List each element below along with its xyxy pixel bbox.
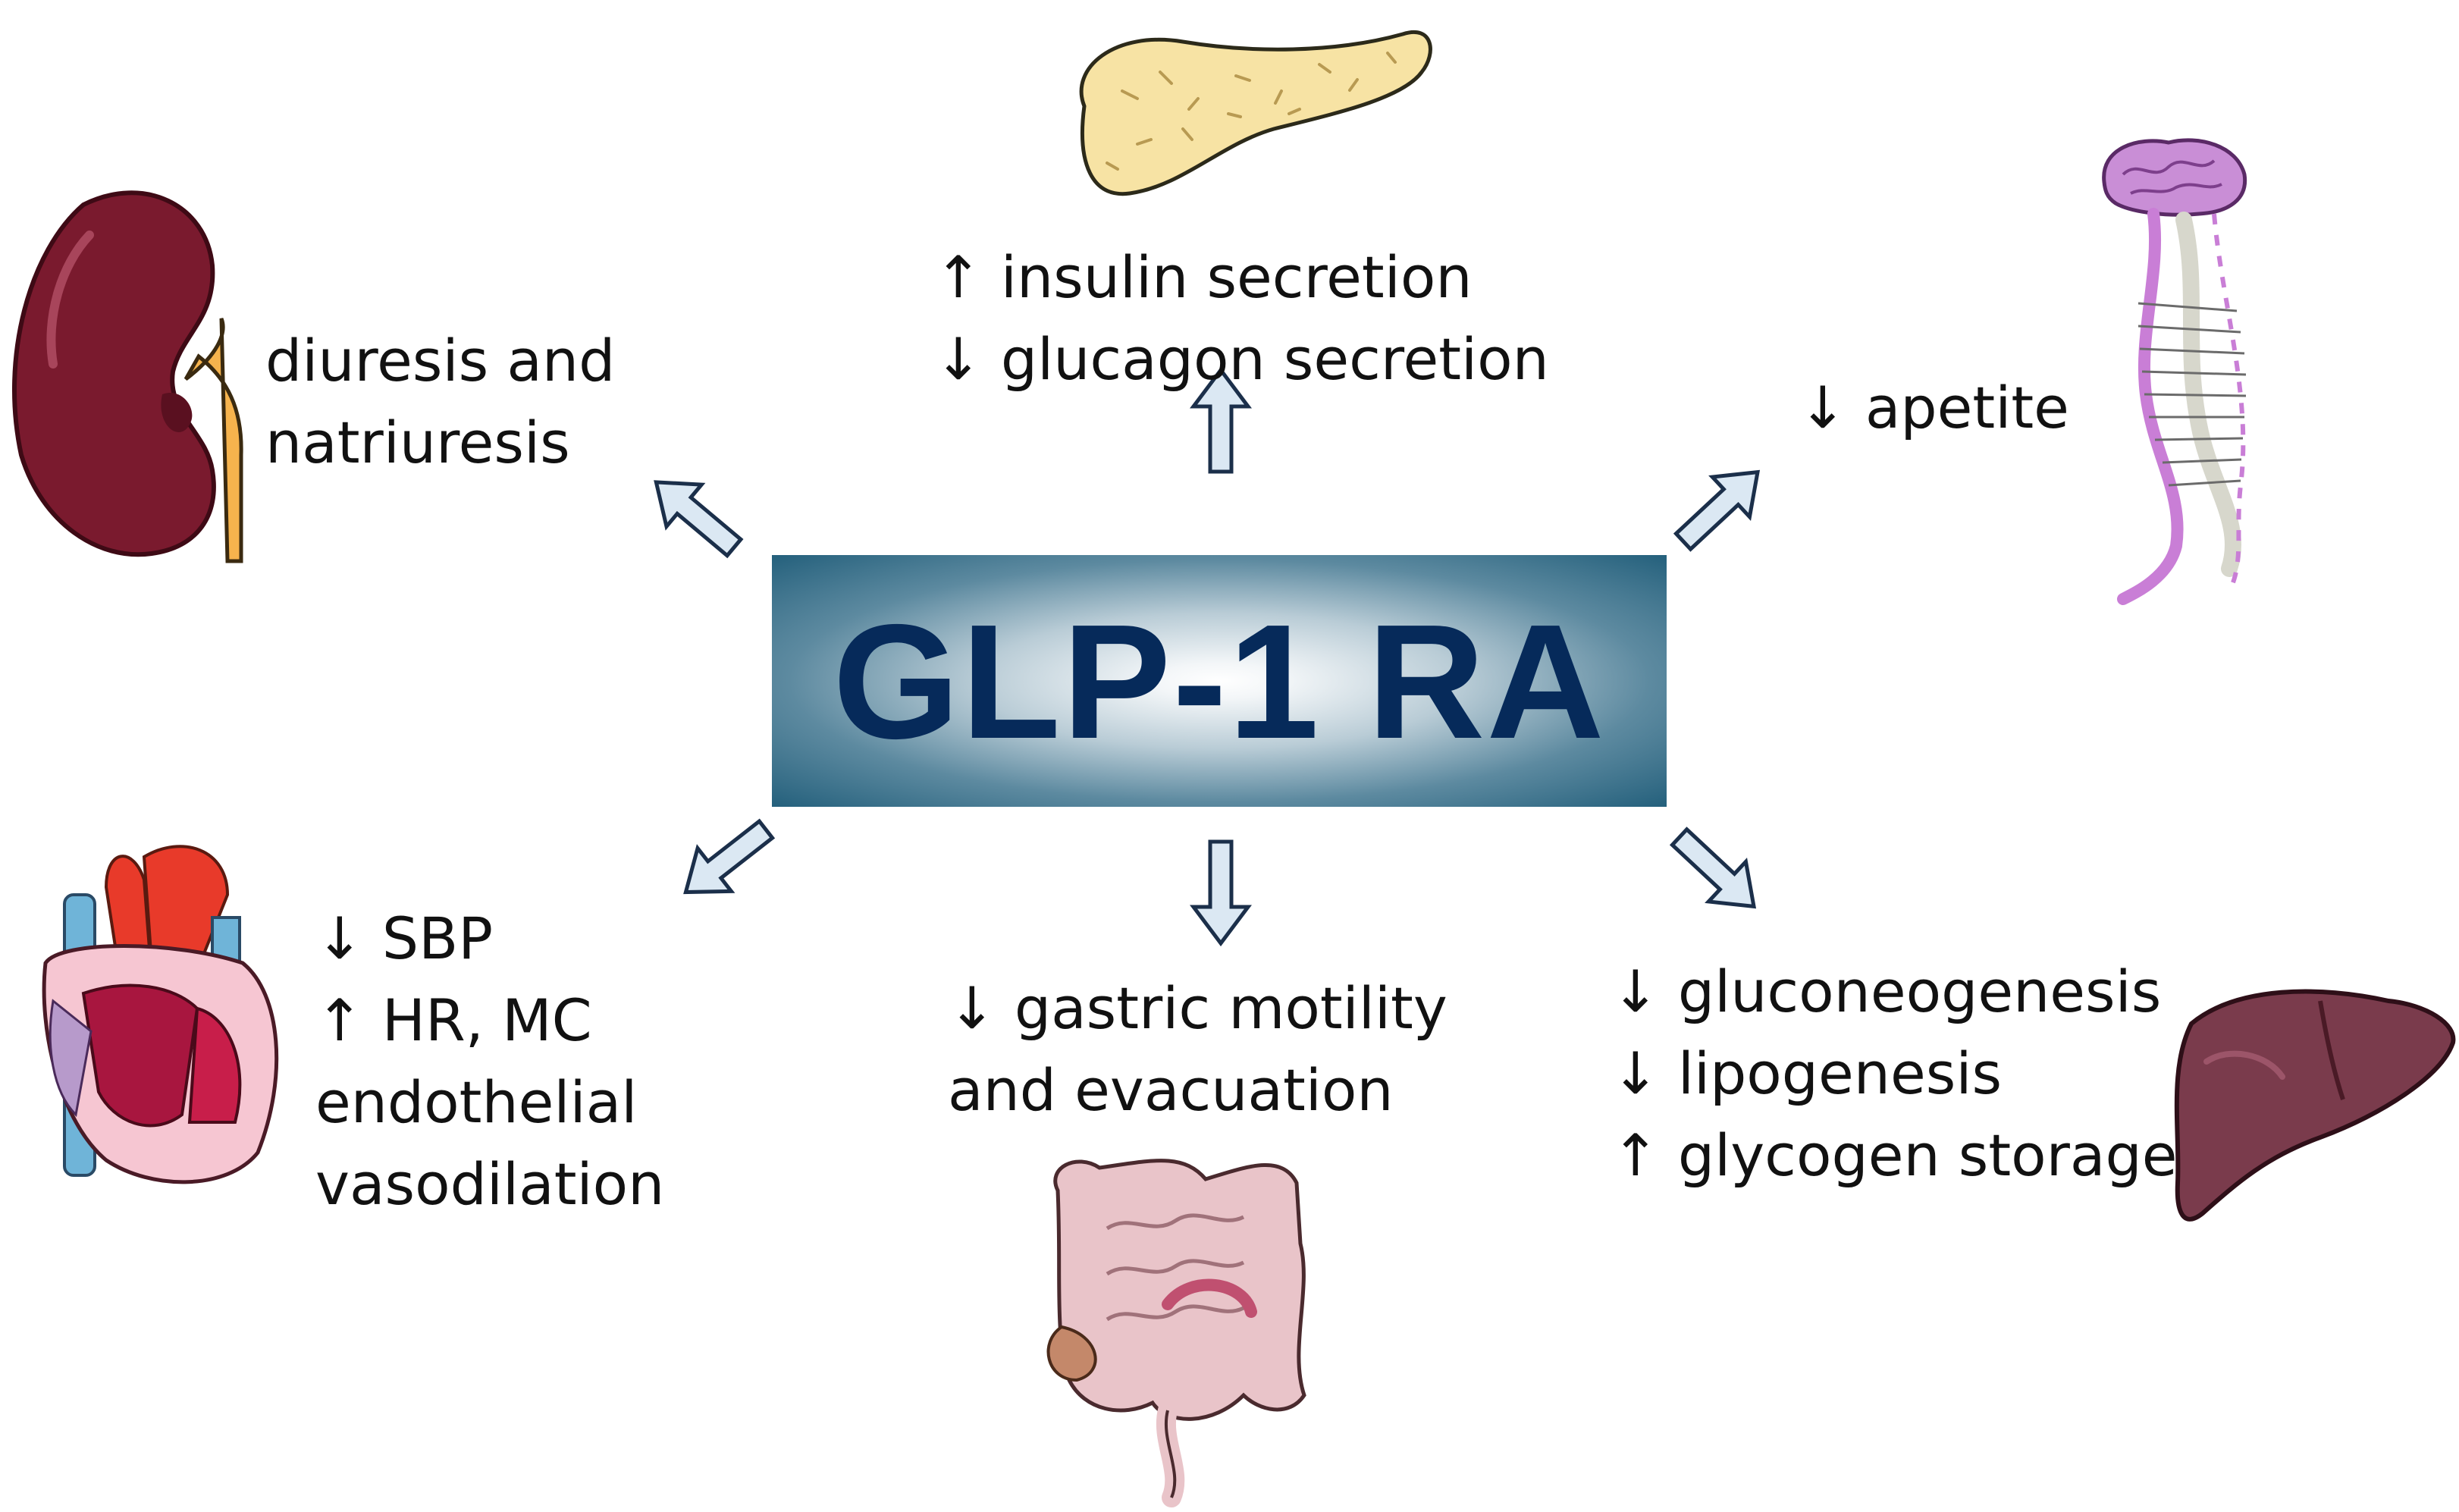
heart-effect-line: ↓ SBP: [315, 905, 494, 972]
pancreas-effect-line: ↑ insulin secretion: [934, 243, 1473, 311]
heart-effect-line: endothelial: [315, 1068, 638, 1136]
intestine-icon: [1046, 1159, 1306, 1507]
heart-icon: [42, 845, 279, 1184]
center-box: GLP-1 RA: [772, 555, 1667, 807]
pancreas-effects: ↑ insulin secretion ↓ glucagon secretion: [934, 237, 1549, 400]
arrow-to-brain: [1673, 469, 1761, 552]
brain-spine-icon: [2102, 138, 2247, 605]
liver-icon: [2174, 989, 2456, 1222]
arrow-to-heart: [683, 818, 776, 895]
heart-effects: ↓ SBP ↑ HR, MC endothelial vasodilation: [315, 898, 664, 1225]
heart-effect-line: vasodilation: [315, 1150, 665, 1218]
arrow-to-pancreas: [1190, 366, 1252, 474]
center-title: GLP-1 RA: [833, 589, 1606, 773]
liver-effects: ↓ gluconeogenesis ↓ lipogenesis ↑ glycog…: [1611, 951, 2178, 1197]
pancreas-effect-line: ↓ glucagon secretion: [934, 325, 1549, 393]
liver-effect-line: ↓ lipogenesis: [1611, 1040, 2003, 1107]
heart-effect-line: ↑ HR, MC: [315, 987, 592, 1054]
kidney-effects: diuresis and natriuresis: [265, 320, 615, 484]
intestine-effect-line: ↓ gastric motility: [948, 974, 1447, 1042]
arrow-to-kidney: [654, 480, 744, 559]
kidney-effect-line: natriuresis: [265, 409, 570, 476]
intestine-effect-line: and evacuation: [948, 1056, 1394, 1124]
pancreas-icon: [1079, 30, 1432, 196]
intestine-effects: ↓ gastric motility and evacuation: [948, 968, 1447, 1131]
liver-effect-line: ↓ gluconeogenesis: [1611, 958, 2162, 1025]
arrow-to-intestine: [1190, 839, 1252, 947]
liver-effect-line: ↑ glycogen storage: [1611, 1121, 2178, 1189]
kidney-effect-line: diuresis and: [265, 327, 616, 394]
brain-effect-line: ↓ apetite: [1799, 374, 2069, 441]
arrow-to-liver: [1669, 827, 1757, 909]
kidney-icon: [12, 190, 243, 563]
brain-effects: ↓ apetite: [1799, 367, 2069, 449]
